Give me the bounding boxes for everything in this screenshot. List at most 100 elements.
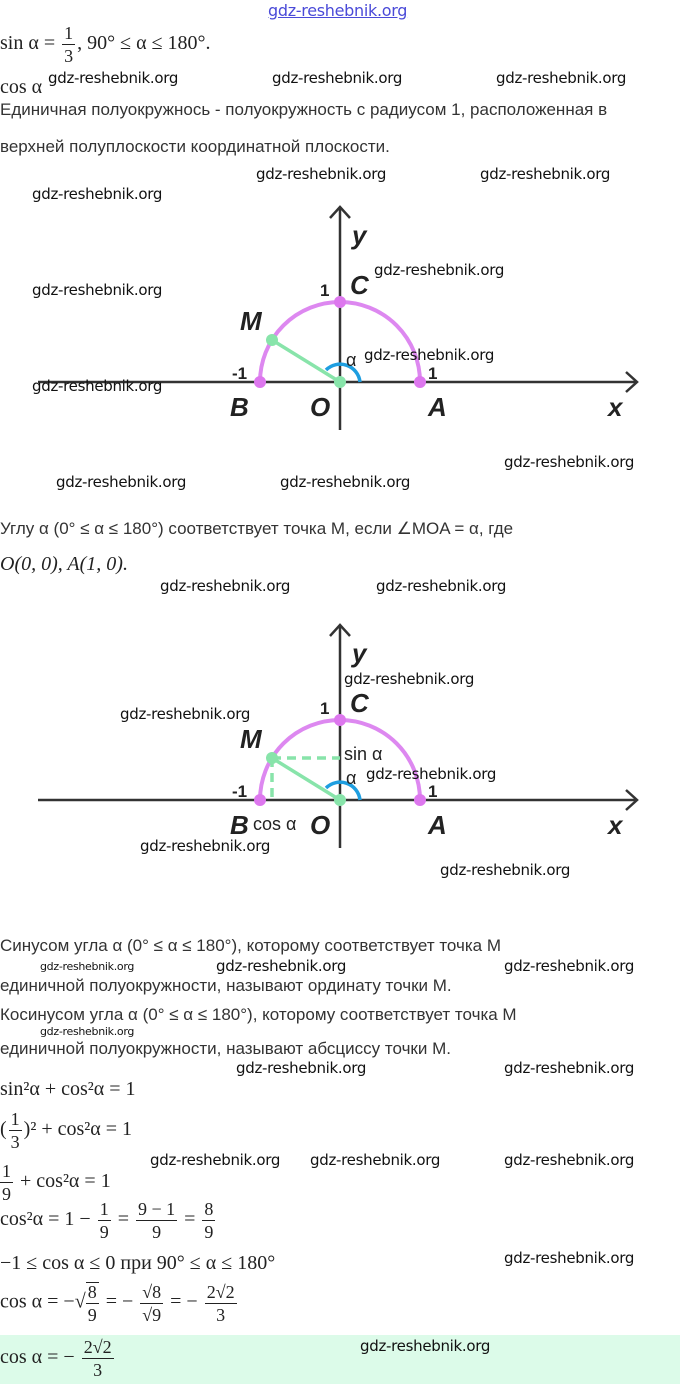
watermark: gdz-reshebnik.org [216,957,347,975]
den: √9 [142,1304,162,1325]
num: 2√2 [81,1337,114,1359]
label-cos: cos α [253,814,296,834]
lhs: cos α = −√ [0,1290,86,1313]
den: 3 [93,1360,103,1380]
point-m [266,334,278,346]
den: 3 [64,46,74,66]
y-arrow-icon [329,623,351,637]
watermark: gdz-reshebnik.org [504,1059,635,1077]
angle-arc [324,780,362,801]
label-y: y [350,220,368,250]
den: 9 [99,1222,109,1242]
watermark: gdz-reshebnik.org [280,473,411,491]
watermark: gdz-reshebnik.org [360,1337,491,1355]
angle-arc [324,362,362,383]
label-c: C [350,688,370,718]
y-arrow-icon [329,205,351,219]
num: √8 [140,1281,164,1304]
point-o [334,794,346,806]
point-c [334,296,346,308]
rest: + cos²α = 1 [36,1118,133,1141]
label-alpha: α [346,350,356,370]
watermark: gdz-reshebnik.org [120,705,251,723]
eq: = − [105,1290,134,1313]
cosine-def-line1: Косинусом угла α (0° ≤ α ≤ 180°), которо… [0,1005,517,1024]
den: 9 [204,1222,214,1242]
angle-text-line1: Углу α (0° ≤ α ≤ 180°) соответствует точ… [0,519,514,538]
given-range: , 90° ≤ α ≤ 180°. [77,32,211,55]
radius-om [271,756,341,802]
num: 8 [202,1199,216,1221]
label-a: A [427,392,447,422]
watermark: gdz-reshebnik.org [48,69,179,87]
point-b [254,376,266,388]
watermark: gdz-reshebnik.org [140,837,271,855]
den: 9 [2,1184,11,1204]
label-alpha: α [346,768,356,788]
watermark: gdz-reshebnik.org [32,185,163,203]
den: 3 [216,1304,226,1325]
num: 2√2 [204,1281,237,1304]
eq: = [184,1208,196,1231]
watermark: gdz-reshebnik.org [56,473,187,491]
label-o: O [310,392,330,422]
given-lhs: sin α = [0,32,56,55]
num: 1 [0,1161,13,1183]
tick-1-x: 1 [428,364,437,383]
tick-minus1: -1 [232,782,247,801]
point-c [334,714,346,726]
watermark: gdz-reshebnik.org [496,69,627,87]
watermark: gdz-reshebnik.org [366,765,497,783]
point-b [254,794,266,806]
watermark: gdz-reshebnik.org [480,165,611,183]
label-c: C [350,270,370,300]
eq: = − [170,1290,198,1313]
point-o [334,376,346,388]
tick-1-y: 1 [320,281,329,300]
radius-om [271,338,341,384]
cosine-def-line2: единичной полуокружности, называют абсци… [0,1039,451,1058]
label-b: B [230,810,249,840]
num: 1 [8,1109,22,1131]
header-watermark-link[interactable]: gdz-reshebnik.org [268,1,408,20]
den: 3 [10,1132,20,1152]
watermark: gdz-reshebnik.org [272,69,403,87]
label-m: M [240,724,263,754]
watermark: gdz-reshebnik.org [40,960,135,973]
lhs: cos²α = 1 − [0,1208,91,1231]
x-arrow-icon [625,371,639,393]
angle-text-line2: O(0, 0), A(1, 0). [0,553,128,575]
sine-def-line1: Синусом угла α (0° ≤ α ≤ 180°), которому… [0,936,502,955]
answer-highlight [0,1335,680,1384]
watermark: gdz-reshebnik.org [364,346,495,364]
lhs: cos α = − [0,1346,75,1369]
eq: = [117,1208,129,1231]
paren: )² [23,1118,37,1141]
label-x: x [606,392,624,422]
label-b: B [230,392,249,422]
definition-line1: Единичная полуокружнось - полуокружность… [0,100,608,119]
step-identity: sin²α + cos²α = 1 [0,1078,136,1100]
num: 9 − 1 [135,1199,178,1221]
unit-semicircle-diagram-2: y x C M B O A 1 -1 1 sin α cos α α [38,623,639,848]
tick-1-x: 1 [428,782,437,801]
label-a: A [427,810,447,840]
watermark: gdz-reshebnik.org [256,165,387,183]
definition-line2: верхней полуплоскости координатной плоск… [0,137,390,156]
label-sin: sin α [344,744,382,764]
num: 1 [97,1199,111,1221]
watermark: gdz-reshebnik.org [150,1151,281,1169]
